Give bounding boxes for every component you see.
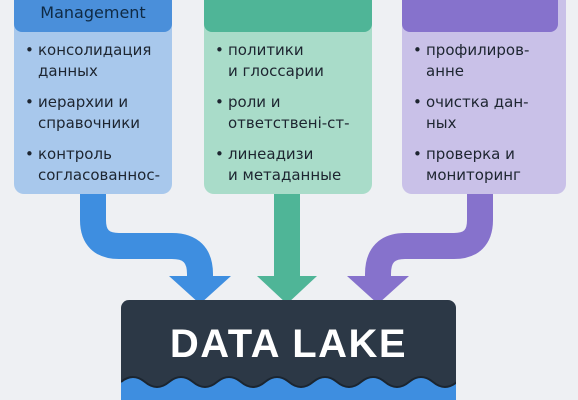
bullet-icon: •	[25, 41, 34, 59]
quality-item-1-label: профилиров- анне	[426, 41, 530, 80]
mdm-item-2: •иерархии и справочники	[14, 92, 172, 134]
down-arrow-icon	[80, 194, 231, 304]
data-lake-box: DATA LAKE	[121, 300, 456, 400]
governance-item-3-label: линеадизи и метаданные	[228, 145, 342, 184]
governance-card-header	[204, 0, 372, 32]
bullet-icon: •	[25, 93, 34, 111]
down-arrow-icon	[347, 194, 493, 304]
governance-item-1-label: политики и глоссарии	[228, 41, 324, 80]
card-data-governance: •политики и глоссарии •роли и ответствен…	[204, 0, 372, 194]
mdm-item-3: •контроль согласованнос-	[14, 144, 172, 186]
bullet-icon: •	[215, 93, 224, 111]
data-lake-title: DATA LAKE	[169, 322, 408, 366]
quality-card-header	[402, 0, 558, 32]
quality-item-2: •очистка дан- ных	[402, 92, 566, 134]
down-arrow-icon	[257, 194, 317, 304]
bullet-icon: •	[25, 145, 34, 163]
quality-item-3: •проверка и мониторинг	[402, 144, 566, 186]
governance-item-1: •политики и глоссарии	[204, 40, 372, 82]
governance-item-list: •политики и глоссарии •роли и ответствен…	[204, 40, 372, 196]
bullet-icon: •	[413, 41, 422, 59]
quality-item-3-label: проверка и мониторинг	[426, 145, 521, 184]
water-wave-icon	[121, 376, 456, 400]
mdm-item-1: •консолидация данных	[14, 40, 172, 82]
mdm-item-2-label: иерархии и справочники	[38, 93, 141, 132]
governance-item-2: •роли и ответственi-ст-	[204, 92, 372, 134]
governance-item-2-label: роли и ответственi-ст-	[228, 93, 350, 132]
mdm-item-list: •консолидация данных •иерархии и справоч…	[14, 40, 172, 196]
card-data-quality: •профилиров- анне •очистка дан- ных •про…	[402, 0, 566, 194]
mdm-item-1-label: консолидация данных	[38, 41, 152, 80]
bullet-icon: •	[413, 93, 422, 111]
quality-item-list: •профилиров- анне •очистка дан- ных •про…	[402, 40, 566, 196]
bullet-icon: •	[215, 145, 224, 163]
bullet-icon: •	[413, 145, 422, 163]
quality-item-2-label: очистка дан- ных	[426, 93, 529, 132]
mdm-card-title: Management	[14, 0, 172, 32]
bullet-icon: •	[215, 41, 224, 59]
quality-item-1: •профилиров- анне	[402, 40, 566, 82]
governance-item-3: •линеадизи и метаданные	[204, 144, 372, 186]
mdm-item-3-label: контроль согласованнос-	[38, 145, 160, 184]
card-master-data-management: •консолидация данных •иерархии и справоч…	[14, 0, 172, 194]
